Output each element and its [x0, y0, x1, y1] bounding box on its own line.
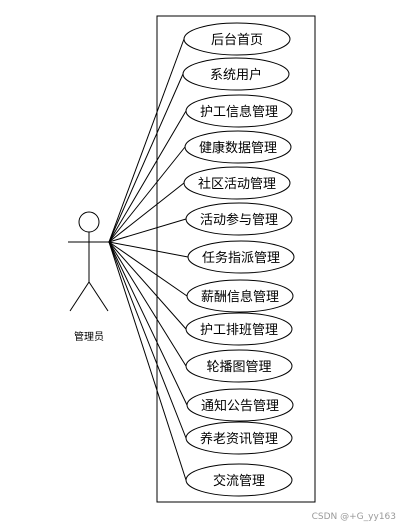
association-line [108, 241, 189, 258]
use-case-label: 系统用户 [210, 67, 262, 83]
system-boundary [156, 15, 316, 503]
use-case: 护工排班管理 [185, 312, 293, 346]
actor-left-leg [69, 281, 90, 312]
use-case-label: 养老资讯管理 [200, 431, 278, 447]
association-lines [108, 38, 189, 481]
use-case: 任务指派管理 [187, 240, 295, 274]
use-case-label: 健康数据管理 [199, 140, 277, 156]
use-case-label: 通知公告管理 [201, 398, 279, 414]
association-line [108, 241, 188, 297]
use-case-label: 任务指派管理 [202, 250, 280, 266]
use-case: 薪酬信息管理 [186, 279, 294, 313]
use-case: 健康数据管理 [184, 130, 292, 164]
use-case-ellipse [187, 240, 295, 274]
association-line [108, 241, 187, 481]
use-case-ellipse [185, 463, 293, 497]
use-case: 通知公告管理 [186, 388, 294, 422]
watermark: CSDN @+G_yy163 [312, 512, 396, 522]
use-case-ellipse [185, 312, 293, 346]
use-case-label: 交流管理 [213, 473, 265, 489]
use-case: 系统用户 [182, 57, 290, 91]
use-case-ellipse [183, 22, 291, 56]
association-line [108, 182, 185, 243]
use-case: 活动参与管理 [185, 202, 293, 236]
use-case-label: 薪酬信息管理 [201, 289, 279, 305]
use-case-ellipse [185, 202, 293, 236]
use-case-ellipse [185, 421, 293, 455]
use-case: 轮播图管理 [185, 349, 293, 383]
use-case-label: 护工信息管理 [200, 104, 278, 120]
use-case: 后台首页 [183, 22, 291, 56]
use-case-ellipse [185, 94, 293, 128]
use-case: 交流管理 [185, 463, 293, 497]
use-case: 养老资讯管理 [185, 421, 293, 455]
association-line [108, 73, 184, 243]
use-case-label: 活动参与管理 [200, 212, 278, 228]
actor [68, 211, 109, 312]
association-line [108, 241, 187, 330]
use-case-ellipse [186, 388, 294, 422]
association-line [108, 146, 186, 243]
use-case-label: 轮播图管理 [206, 360, 271, 375]
association-line [108, 110, 187, 243]
association-line [108, 241, 187, 367]
association-line [108, 218, 187, 243]
use-case-label: 后台首页 [211, 33, 263, 48]
use-case-label: 护工排班管理 [200, 323, 278, 338]
association-line [108, 241, 188, 406]
use-case-ellipse [182, 57, 290, 91]
actor-label: 管理员 [74, 330, 104, 343]
use-case: 护工信息管理 [185, 94, 293, 128]
use-case-group: 后台首页系统用户护工信息管理健康数据管理社区活动管理活动参与管理任务指派管理薪酬… [182, 22, 295, 497]
association-line [108, 241, 187, 439]
actor-right-leg [88, 281, 109, 312]
actor-head [78, 211, 100, 233]
use-case-label: 社区活动管理 [198, 176, 276, 192]
use-case-ellipse [185, 349, 293, 383]
use-case-ellipse [183, 166, 291, 200]
use-case: 社区活动管理 [183, 166, 291, 200]
association-line [108, 38, 185, 243]
use-case-ellipse [184, 130, 292, 164]
use-case-ellipse [186, 279, 294, 313]
